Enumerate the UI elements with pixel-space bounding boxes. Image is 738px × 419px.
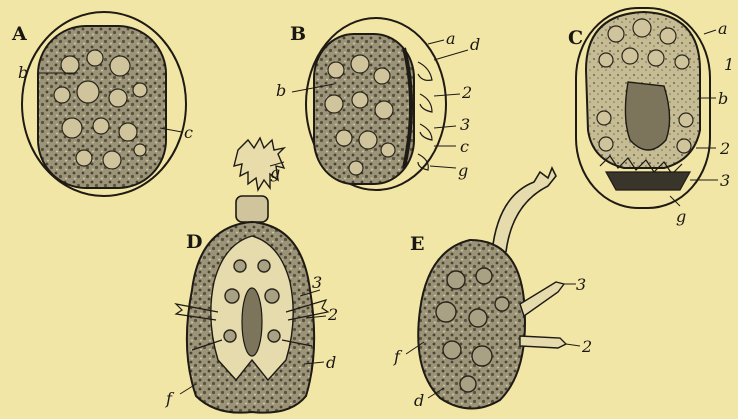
panel-b-label-b: b: [276, 81, 286, 100]
panel-b-label-3: 3: [460, 115, 470, 134]
panel-d-neck: [236, 196, 268, 222]
panel-c-label-1: 1: [724, 55, 734, 74]
panel-e-tail: [492, 168, 556, 252]
panel-c-letter: C: [568, 27, 583, 49]
panel-b-label-g: g: [458, 161, 468, 180]
panel-c-label-b: b: [718, 89, 728, 108]
panel-b-label-2: 2: [461, 83, 472, 102]
panel-c-tail-segment: [606, 172, 690, 190]
panel-e-legs: [520, 282, 566, 348]
panel-b-limb-buds: [418, 62, 432, 170]
panel-d-label-d: d: [326, 353, 336, 372]
panel-b-label-d: d: [470, 35, 480, 54]
panel-d-label-f: f: [165, 389, 175, 408]
panel-a-yolk-mass: [38, 26, 166, 188]
panel-c-label-a: a: [718, 19, 728, 38]
panel-a: A b c: [11, 12, 193, 196]
panel-e-label-2: 2: [581, 337, 592, 356]
panel-d-label-g: g: [270, 163, 280, 182]
panel-b: B a d b 2 3 c: [276, 18, 480, 190]
panel-d-letter: D: [186, 231, 202, 253]
panel-d-midline: [242, 288, 262, 356]
panel-e-label-d: d: [414, 391, 424, 410]
panel-a-label-b: b: [18, 63, 28, 82]
panel-e-label-3: 3: [576, 275, 586, 294]
panel-a-label-c: c: [184, 123, 193, 142]
panel-c-label-3: 3: [720, 171, 730, 190]
panel-c-embryo-fold: [625, 82, 669, 150]
panel-b-label-a: a: [446, 29, 456, 48]
panel-a-letter: A: [11, 23, 27, 45]
panel-e-label-f: f: [393, 347, 403, 366]
panel-c: C a 1 b 2 3 g: [568, 8, 734, 226]
panel-d-label-2: 2: [327, 305, 338, 324]
panel-b-label-c: c: [460, 137, 469, 156]
panel-d-label-3: 3: [312, 273, 322, 292]
panel-c-label-g: g: [676, 207, 686, 226]
panel-d: D g 3 2 d f: [165, 138, 338, 413]
panel-e-letter: E: [410, 233, 424, 255]
panel-b-letter: B: [290, 23, 306, 45]
panel-e: E 3 2 f d: [393, 168, 592, 410]
panel-c-label-2: 2: [719, 139, 730, 158]
